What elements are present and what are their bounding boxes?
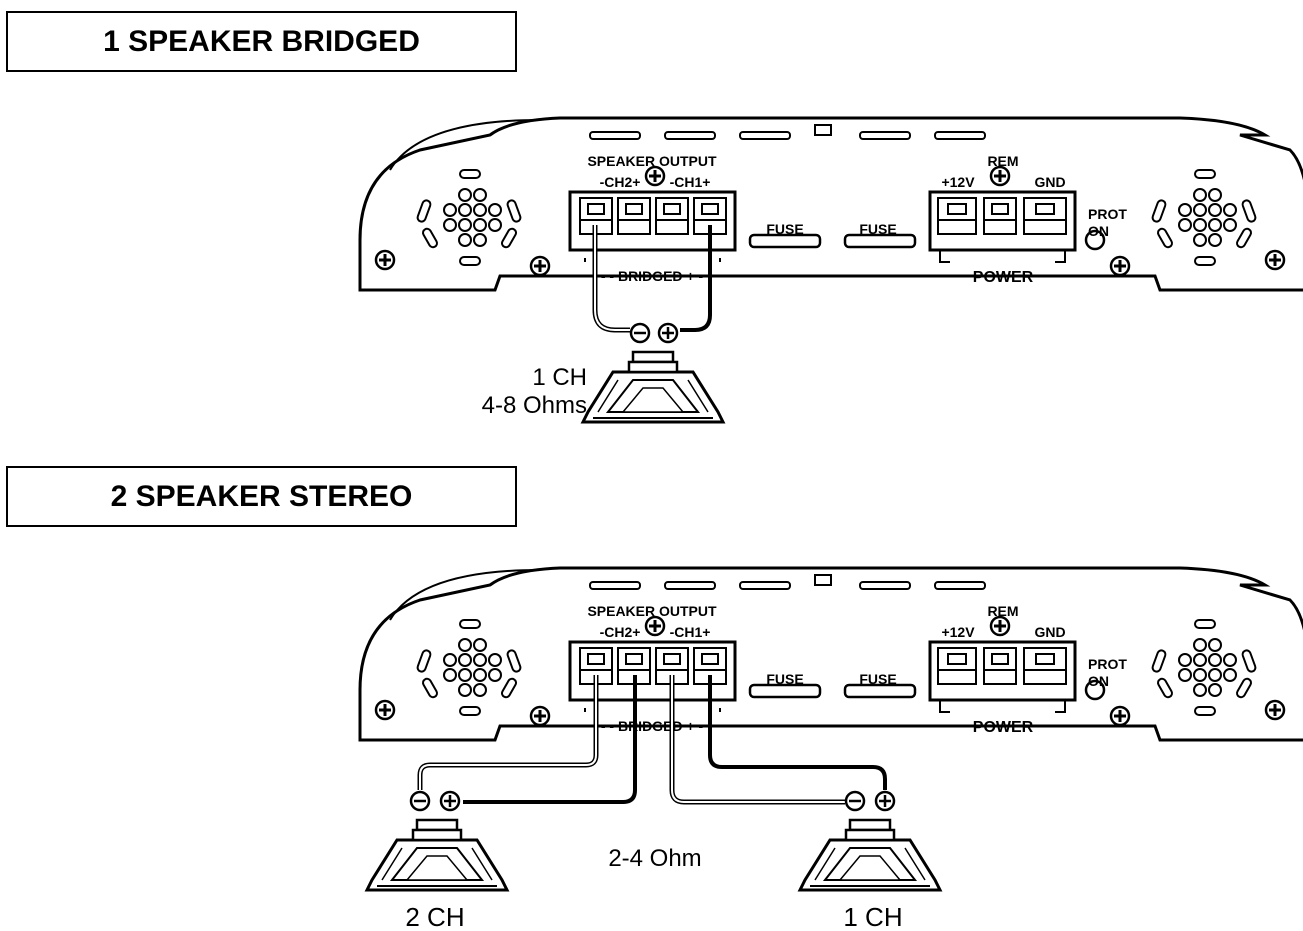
bridged-label: - - BRIDGED + - — [601, 718, 704, 734]
fuse-label: FUSE — [859, 221, 896, 237]
bridged-wires — [592, 225, 712, 333]
section-title-bridged: 1 SPEAKER BRIDGED — [6, 11, 517, 72]
section-title-stereo: 2 SPEAKER STEREO — [6, 466, 517, 527]
speaker-output-label: SPEAKER OUTPUT — [587, 153, 717, 169]
ch1-label: -CH1+ — [670, 174, 711, 190]
ch2-label: -CH2+ — [600, 174, 641, 190]
ch1-label: -CH1+ — [670, 624, 711, 640]
amplifier-bridged — [358, 116, 1303, 292]
fuse-label: FUSE — [859, 671, 896, 687]
on-label: ON — [1088, 673, 1109, 689]
speaker-impedance-label: 4-8 Ohms — [482, 392, 587, 419]
impedance-label: 2-4 Ohm — [608, 845, 701, 872]
ch2-label: -CH2+ — [600, 624, 641, 640]
plus12v-label: +12V — [941, 624, 975, 640]
gnd-label: GND — [1034, 174, 1065, 190]
left-speaker-label: 2 CH — [405, 902, 464, 931]
rem-label: REM — [987, 153, 1018, 169]
right-speaker-label: 1 CH — [843, 902, 902, 931]
plus12v-label: +12V — [941, 174, 975, 190]
speaker-icon — [365, 818, 509, 892]
speaker-channel-label: 1 CH — [532, 364, 587, 391]
on-label: ON — [1088, 223, 1109, 239]
power-label: POWER — [973, 269, 1034, 286]
bridged-label: - - BRIDGED + - — [601, 268, 704, 284]
speaker-terminals-left — [409, 790, 461, 812]
prot-label: PROT — [1088, 206, 1127, 222]
amplifier-stereo — [358, 566, 1303, 742]
speaker-terminals-bridged — [629, 322, 679, 344]
speaker-icon — [798, 818, 942, 892]
gnd-label: GND — [1034, 624, 1065, 640]
speaker-terminals-right — [844, 790, 896, 812]
prot-label: PROT — [1088, 656, 1127, 672]
speaker-output-label: SPEAKER OUTPUT — [587, 603, 717, 619]
stereo-wires — [417, 675, 887, 805]
speaker-icon — [581, 350, 725, 424]
power-label: POWER — [973, 719, 1034, 736]
fuse-label: FUSE — [766, 221, 803, 237]
rem-label: REM — [987, 603, 1018, 619]
fuse-label: FUSE — [766, 671, 803, 687]
